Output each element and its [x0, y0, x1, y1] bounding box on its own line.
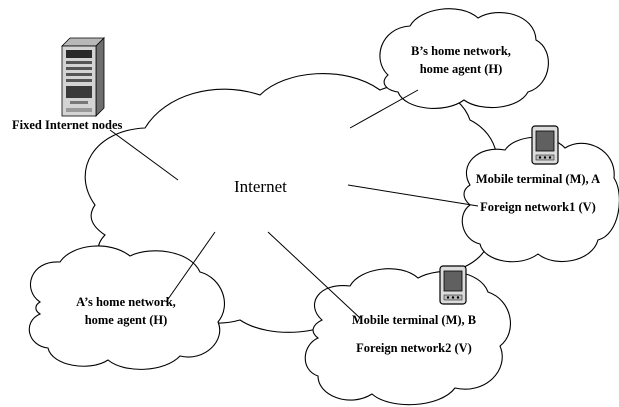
a-home-label-line2: home agent (H) — [85, 313, 168, 327]
foreign1-network-label: Foreign network1 (V) — [480, 200, 596, 214]
pda-icon — [531, 125, 559, 165]
a-home-label-line1: A’s home network, — [76, 295, 176, 309]
foreign2-network-label: Foreign network2 (V) — [356, 341, 472, 355]
b-home-label-line2: home agent (H) — [420, 62, 503, 76]
server-icon — [61, 37, 105, 117]
internet-label: Internet — [234, 177, 287, 196]
foreign1-terminal-label: Mobile terminal (M), A — [476, 172, 600, 186]
fixed-nodes-label: Fixed Internet nodes — [12, 118, 123, 132]
b-home-cloud — [379, 8, 549, 109]
a-home-cloud — [28, 245, 225, 370]
foreign-network2-cloud — [304, 268, 511, 406]
foreign-network1-cloud — [461, 136, 619, 263]
pda-icon — [439, 265, 467, 305]
b-home-label-line1: B’s home network, — [411, 44, 511, 58]
link-b-home — [349, 89, 419, 129]
link-fixed-nodes — [109, 129, 179, 181]
link-foreign1 — [347, 184, 479, 207]
link-a-home — [165, 231, 216, 303]
foreign2-terminal-label: Mobile terminal (M), B — [352, 313, 476, 327]
link-foreign2 — [267, 231, 361, 319]
